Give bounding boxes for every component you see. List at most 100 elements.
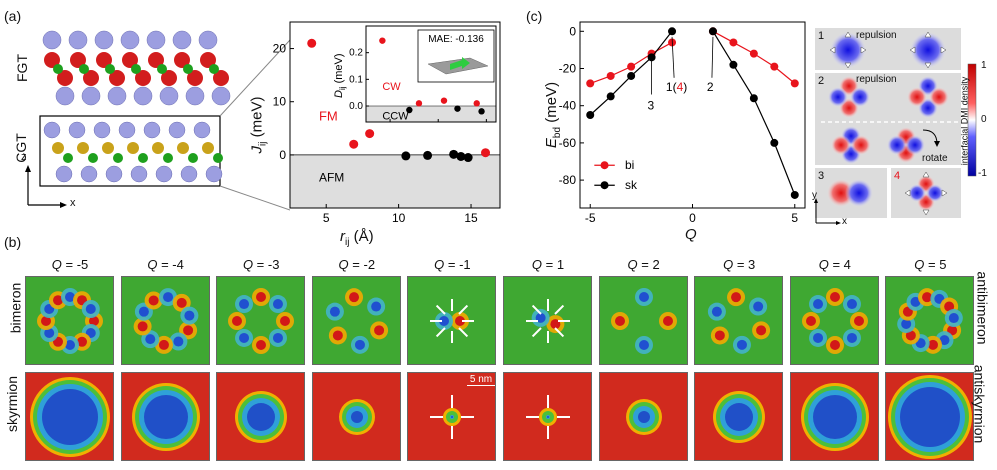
annot-2: 2	[707, 80, 714, 94]
dmi-y-axis: y	[812, 190, 817, 201]
q-label-8: Q = 4	[818, 257, 851, 272]
q-label-5: Q = 1	[531, 257, 565, 272]
afm-region	[290, 154, 500, 208]
skyrmion-tile-4	[407, 372, 497, 461]
point-sk-2	[627, 71, 636, 80]
cgt-structure	[43, 121, 223, 183]
q-label-2: Q = -3	[242, 257, 280, 272]
chart-c-frame	[579, 21, 806, 209]
colorbar-tick-top: 1	[981, 60, 987, 71]
row-label-skyrmion: skyrmion	[4, 375, 21, 433]
inset-point-cw-1	[415, 100, 423, 107]
mae-box	[417, 29, 495, 83]
legend-label-sk: sk	[625, 178, 638, 192]
point-sk-6	[729, 60, 738, 69]
legend-marker-bi	[600, 161, 609, 170]
point-bi-1	[606, 71, 615, 80]
point-sk-4	[668, 27, 677, 36]
panel-label-a: (a)	[4, 8, 22, 24]
skyrmion-tile-2	[216, 372, 306, 461]
inset-point-cw-3	[473, 100, 480, 107]
inset-point-ccw-0	[406, 106, 413, 114]
c-y-tick-label-4: -80	[559, 173, 577, 187]
bimeron-tile-9	[885, 276, 975, 365]
point-sk-1	[606, 92, 615, 101]
skyrmion-tile-9	[885, 372, 975, 461]
point-afm-1	[423, 150, 433, 160]
fm-label: FM	[319, 108, 338, 123]
inset-ylabel: Dij (meV)	[333, 53, 347, 98]
fgt-label: FGT	[14, 54, 30, 82]
colorbar-label: interfacial DMI density	[959, 76, 970, 166]
skyrmion-tile-6	[598, 372, 688, 461]
y-tick-label-2: 20	[273, 42, 287, 56]
panel-label-b: (b)	[4, 234, 22, 250]
x-tick-label-2: 15	[464, 211, 478, 225]
dmi-label-2: 2	[818, 75, 825, 87]
c-x-tick-label-2: 5	[791, 211, 798, 225]
colorbar-tick-mid: 0	[981, 114, 987, 125]
dmi-axes	[814, 198, 841, 225]
afm-label: AFM	[319, 170, 344, 184]
point-bi-2	[627, 62, 636, 71]
bimeron-tile-0	[25, 276, 114, 365]
fgt-structure	[42, 28, 231, 108]
legend-marker-sk	[600, 181, 609, 190]
cgt-box	[39, 115, 221, 187]
skyrmion-tile-1	[120, 372, 210, 461]
bimeron-tile-2	[216, 276, 306, 365]
point-sk-8	[770, 138, 779, 147]
bimeron-tile-5	[503, 276, 592, 365]
x-axis-label: x	[70, 197, 76, 209]
inset-ccw-region	[366, 106, 496, 122]
row-label-antibimeron: antibimeron	[974, 271, 991, 345]
row-label-antiskyrmion: antiskyrmion	[971, 364, 988, 444]
point-sk-9	[790, 190, 799, 199]
point-fm-1	[349, 139, 359, 149]
point-fm-0	[307, 38, 317, 48]
rotate-label: rotate	[922, 153, 948, 164]
chart-a-ylabel: Jij (meV)	[248, 96, 269, 154]
q-label-7: Q = 3	[723, 257, 756, 272]
c-x-tick-label-0: -5	[585, 211, 596, 225]
inset-y-tick-0: 0.0	[349, 101, 363, 112]
q-label-9: Q = 5	[914, 257, 947, 272]
q-label-1: Q = -4	[147, 257, 184, 272]
skyrmion-tile-0	[25, 372, 114, 461]
inset-point-cw-0	[379, 37, 386, 44]
point-bi-8	[770, 62, 779, 71]
chart-c-xlabel: Q	[685, 226, 697, 243]
inset-point-cw-2	[440, 97, 448, 104]
point-afm-2	[449, 149, 459, 159]
x-tick-label-0: 5	[323, 211, 330, 225]
skyrmion-tile-5	[503, 372, 592, 461]
ccw-label: CCW	[382, 110, 409, 122]
c-y-tick-label-0: 0	[569, 24, 576, 38]
c-y-tick-label-3: -60	[559, 136, 577, 150]
legend-label-bi: bi	[625, 158, 634, 172]
annot-2-arrow	[711, 36, 714, 78]
inset-border	[365, 25, 497, 123]
point-fm-2	[365, 129, 375, 139]
point-afm-3	[456, 151, 466, 161]
cw-label: CW	[382, 81, 401, 93]
annot-3: 3	[648, 98, 655, 112]
inset-point-ccw-2	[478, 108, 485, 115]
point-sk-3	[647, 53, 656, 62]
zoom-line-top	[219, 39, 290, 117]
y-tick-label-0: 0	[279, 148, 286, 162]
q-label-6: Q = 2	[627, 257, 660, 272]
chart-a-xlabel: rij (Å)	[340, 228, 374, 248]
skyrmion-tile-8	[789, 372, 879, 461]
bimeron-tile-4	[407, 276, 497, 365]
point-bi-9	[790, 79, 799, 88]
colorbar	[967, 63, 977, 177]
bimeron-tile-3	[311, 276, 401, 365]
repulsion-label-1: repulsion	[856, 30, 897, 41]
row-label-bimeron: bimeron	[7, 282, 24, 334]
zoom-line-bottom	[219, 185, 290, 211]
z-axis-label: z	[21, 151, 27, 163]
colorbar-tick-bottom: -1	[978, 168, 987, 179]
chart-c-ylabel: Ebd (meV)	[543, 81, 564, 149]
